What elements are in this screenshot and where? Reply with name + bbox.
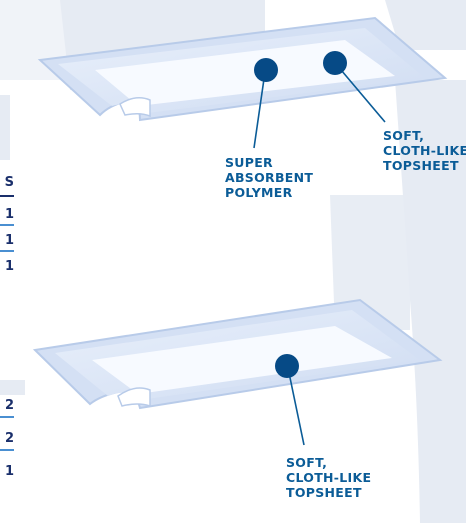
top-pad-graphic bbox=[37, 16, 448, 122]
callout-line: POLYMER bbox=[225, 185, 293, 200]
bottom-pad-graphic bbox=[32, 298, 443, 410]
table-divider bbox=[0, 416, 14, 418]
table-cell-fragment: 1 bbox=[4, 207, 14, 222]
leader-line-topsheet-bottom bbox=[287, 367, 305, 446]
callout-cloth-like-topsheet-bottom: SOFT, CLOTH-LIKE TOPSHEET bbox=[286, 455, 371, 500]
table-cell-fragment: 1 bbox=[4, 464, 14, 479]
callout-line: SOFT, bbox=[383, 128, 425, 143]
callout-line: SOFT, bbox=[286, 455, 328, 470]
leader-line-topsheet-top bbox=[335, 63, 386, 123]
callout-line: TOPSHEET bbox=[383, 158, 459, 173]
leader-line-polymer bbox=[253, 71, 266, 149]
table-cell-fragment: 1 bbox=[4, 233, 14, 248]
callout-line: CLOTH-LIKE bbox=[286, 470, 372, 485]
callout-super-absorbent-polymer: SUPER ABSORBENT POLYMER bbox=[225, 155, 313, 200]
table-divider bbox=[0, 224, 14, 226]
polymer-marker-dot bbox=[254, 58, 278, 82]
callout-line: TOPSHEET bbox=[286, 485, 362, 500]
callout-cloth-like-topsheet-top: SOFT, CLOTH-LIKE TOPSHEET bbox=[383, 128, 466, 173]
table-divider bbox=[0, 449, 14, 451]
table-divider bbox=[0, 195, 14, 197]
callout-line: SUPER bbox=[225, 155, 273, 170]
table-header-fragment: S bbox=[4, 175, 14, 190]
table-cell-fragment: 2 bbox=[4, 431, 14, 446]
table-cell-fragment: 2 bbox=[4, 398, 14, 413]
callout-line: ABSORBENT bbox=[225, 170, 314, 185]
callout-line: CLOTH-LIKE bbox=[383, 143, 466, 158]
table-divider bbox=[0, 250, 14, 252]
topsheet-marker-dot-bottom bbox=[275, 354, 299, 378]
table-cell-fragment: 1 bbox=[4, 259, 14, 274]
topsheet-marker-dot-top bbox=[323, 51, 347, 75]
